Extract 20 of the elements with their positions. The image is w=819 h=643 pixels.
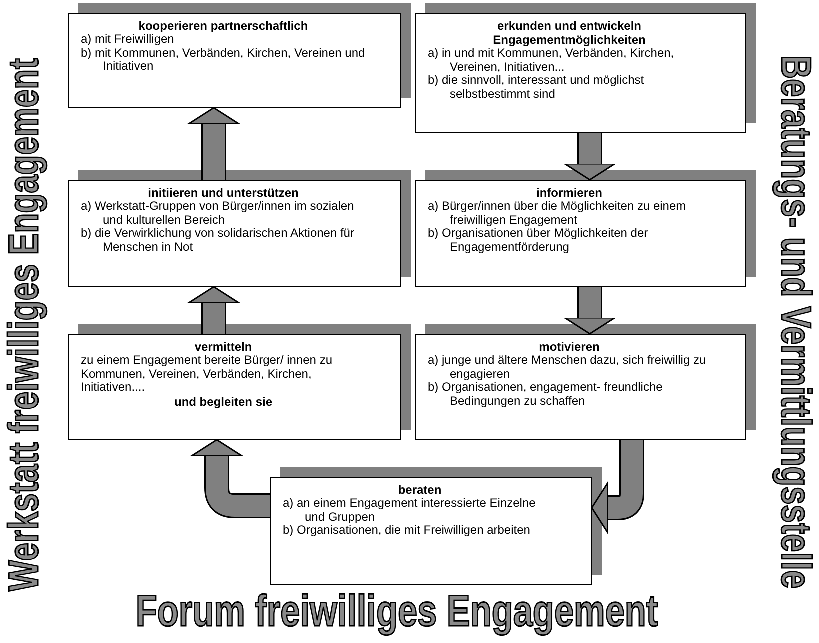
- side-label: Beratungs- und Vermittlungsstelle: [772, 55, 819, 589]
- side-label: Werkstatt freiwilliges Engagement: [0, 58, 48, 592]
- diagram-title: Forum freiwilliges Engagement: [136, 587, 658, 637]
- box-heading: beraten: [397, 483, 443, 497]
- box-heading: initiieren und unterstützen: [147, 186, 300, 200]
- list-item: b) Organisationen, engagement- freundliche Bedingungen zu schaffen: [428, 381, 664, 408]
- list-item: b) Organisationen über Möglichkeiten der Engagementförderung: [428, 227, 650, 254]
- list-item: b) die Verwirklichung von solidarischen Aktionen für Menschen in Not: [81, 227, 356, 254]
- list-item: a) mit Freiwilligen: [81, 33, 174, 47]
- box-heading: vermitteln: [194, 340, 254, 354]
- box-heading: kooperieren partnerschaftlich: [138, 19, 310, 33]
- box-text: zu einem Engagement bereite Bürger/ innen zu Kommunen, Vereinen, Verbänden, Kirchen, Initiativen....: [81, 354, 334, 395]
- list-item: a) in und mit Kommunen, Verbänden, Kirchen, Vereinen, Initiativen...: [428, 47, 676, 74]
- box-heading: informieren: [535, 186, 604, 200]
- list-item: b) Organisationen, die mit Freiwilligen arbeiten: [283, 524, 532, 538]
- box-heading: motivieren: [538, 340, 601, 354]
- box-heading: und begleiten sie: [173, 394, 274, 409]
- box-heading: erkunden und entwickeln Engagementmöglichkeiten: [492, 19, 647, 47]
- list-item: b) die sinnvoll, interessant und möglichst selbstbestimmt sind: [428, 74, 646, 102]
- list-item: b) mit Kommunen, Verbänden, Kirchen, Vereinen und Initiativen: [81, 46, 366, 74]
